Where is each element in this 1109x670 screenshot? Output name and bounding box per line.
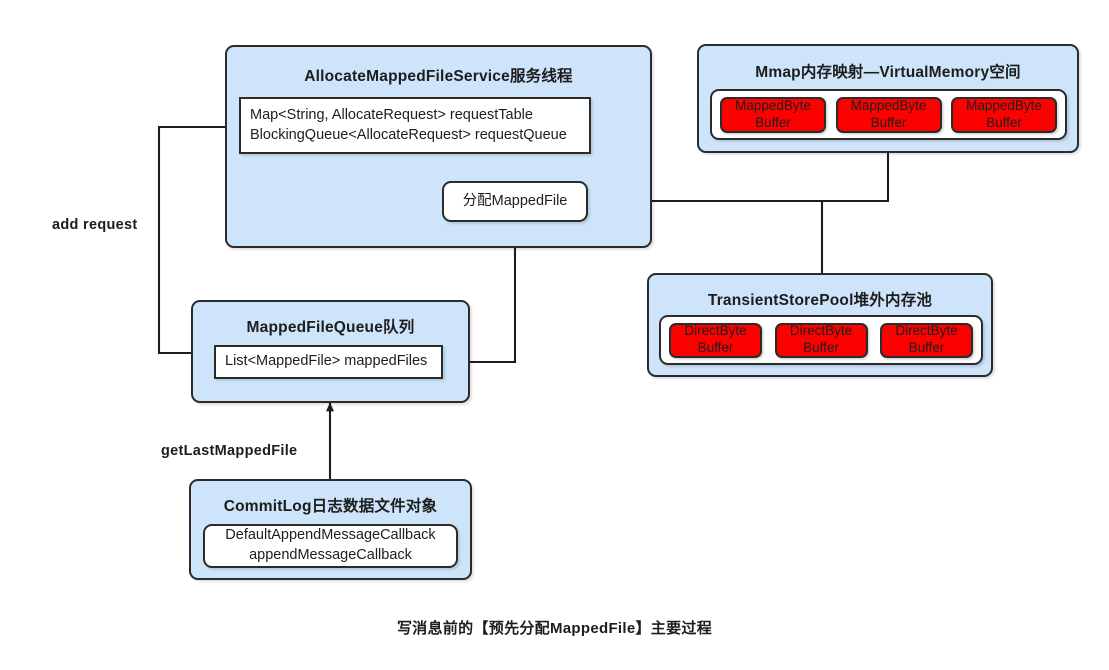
transient-buffer-shell: DirectByte Buffer DirectByte Buffer Dire… [659, 315, 983, 365]
append-message-callback-box[interactable]: DefaultAppendMessageCallback appendMessa… [203, 524, 458, 568]
edge-label-get-last-mapped-file: getLastMappedFile [161, 443, 298, 459]
node-title-allocate-service: AllocateMappedFileService服务线程 [304, 68, 573, 85]
buffer-label-line2: Buffer [803, 340, 839, 355]
buffer-label-line1: DirectByte [895, 323, 958, 339]
allocate-mapped-file-label: 分配MappedFile [462, 192, 568, 209]
direct-byte-buffer-2[interactable]: DirectByte Buffer [774, 322, 868, 358]
buffer-label-line1: MappedByte [850, 97, 927, 113]
buffer-label-line1: DirectByte [684, 323, 747, 339]
request-table-box[interactable]: Map<String, AllocateRequest> requestTabl… [239, 97, 591, 154]
node-title-commit-log: CommitLog日志数据文件对象 [223, 498, 438, 515]
node-title-mmap: Mmap内存映射—VirtualMemory空间 [755, 64, 1021, 81]
mmap-buffer-shell: MappedByte Buffer MappedByte Buffer Mapp… [710, 89, 1067, 140]
allocate-mapped-file-box[interactable]: 分配MappedFile [442, 181, 588, 222]
buffer-label-line1: MappedByte [735, 97, 811, 113]
request-table-line: Map<String, AllocateRequest> requestTabl… [250, 106, 533, 123]
mapped-byte-buffer-3[interactable]: MappedByte Buffer [951, 96, 1057, 133]
mapped-files-label: List<MappedFile> mappedFiles [225, 353, 428, 370]
node-title-mapped-file-queue: MappedFileQueue队列 [246, 319, 415, 336]
append-message-callback-line: appendMessageCallback [249, 547, 412, 563]
mapped-byte-buffer-2[interactable]: MappedByte Buffer [835, 96, 942, 133]
buffer-label-line2: Buffer [870, 114, 907, 130]
direct-byte-buffer-1[interactable]: DirectByte Buffer [669, 322, 762, 358]
buffer-label-line2: Buffer [697, 340, 734, 355]
mapped-files-list-box[interactable]: List<MappedFile> mappedFiles [214, 345, 443, 379]
buffer-label-line1: DirectByte [789, 323, 853, 339]
edge-label-add-request: add request [52, 217, 138, 233]
node-title-transient-store-pool: TransientStorePool堆外内存池 [707, 292, 933, 309]
buffer-label-line2: Buffer [755, 114, 791, 130]
direct-byte-buffer-3[interactable]: DirectByte Buffer [880, 322, 973, 358]
buffer-label-line2: Buffer [908, 340, 945, 355]
buffer-label-line2: Buffer [986, 114, 1022, 130]
request-queue-line: BlockingQueue<AllocateRequest> requestQu… [250, 126, 567, 143]
mapped-byte-buffer-1[interactable]: MappedByte Buffer [720, 96, 826, 133]
buffer-label-line1: MappedByte [966, 97, 1042, 113]
diagram-caption: 写消息前的【预先分配MappedFile】主要过程 [396, 620, 712, 637]
default-append-message-callback-line: DefaultAppendMessageCallback [225, 527, 436, 544]
